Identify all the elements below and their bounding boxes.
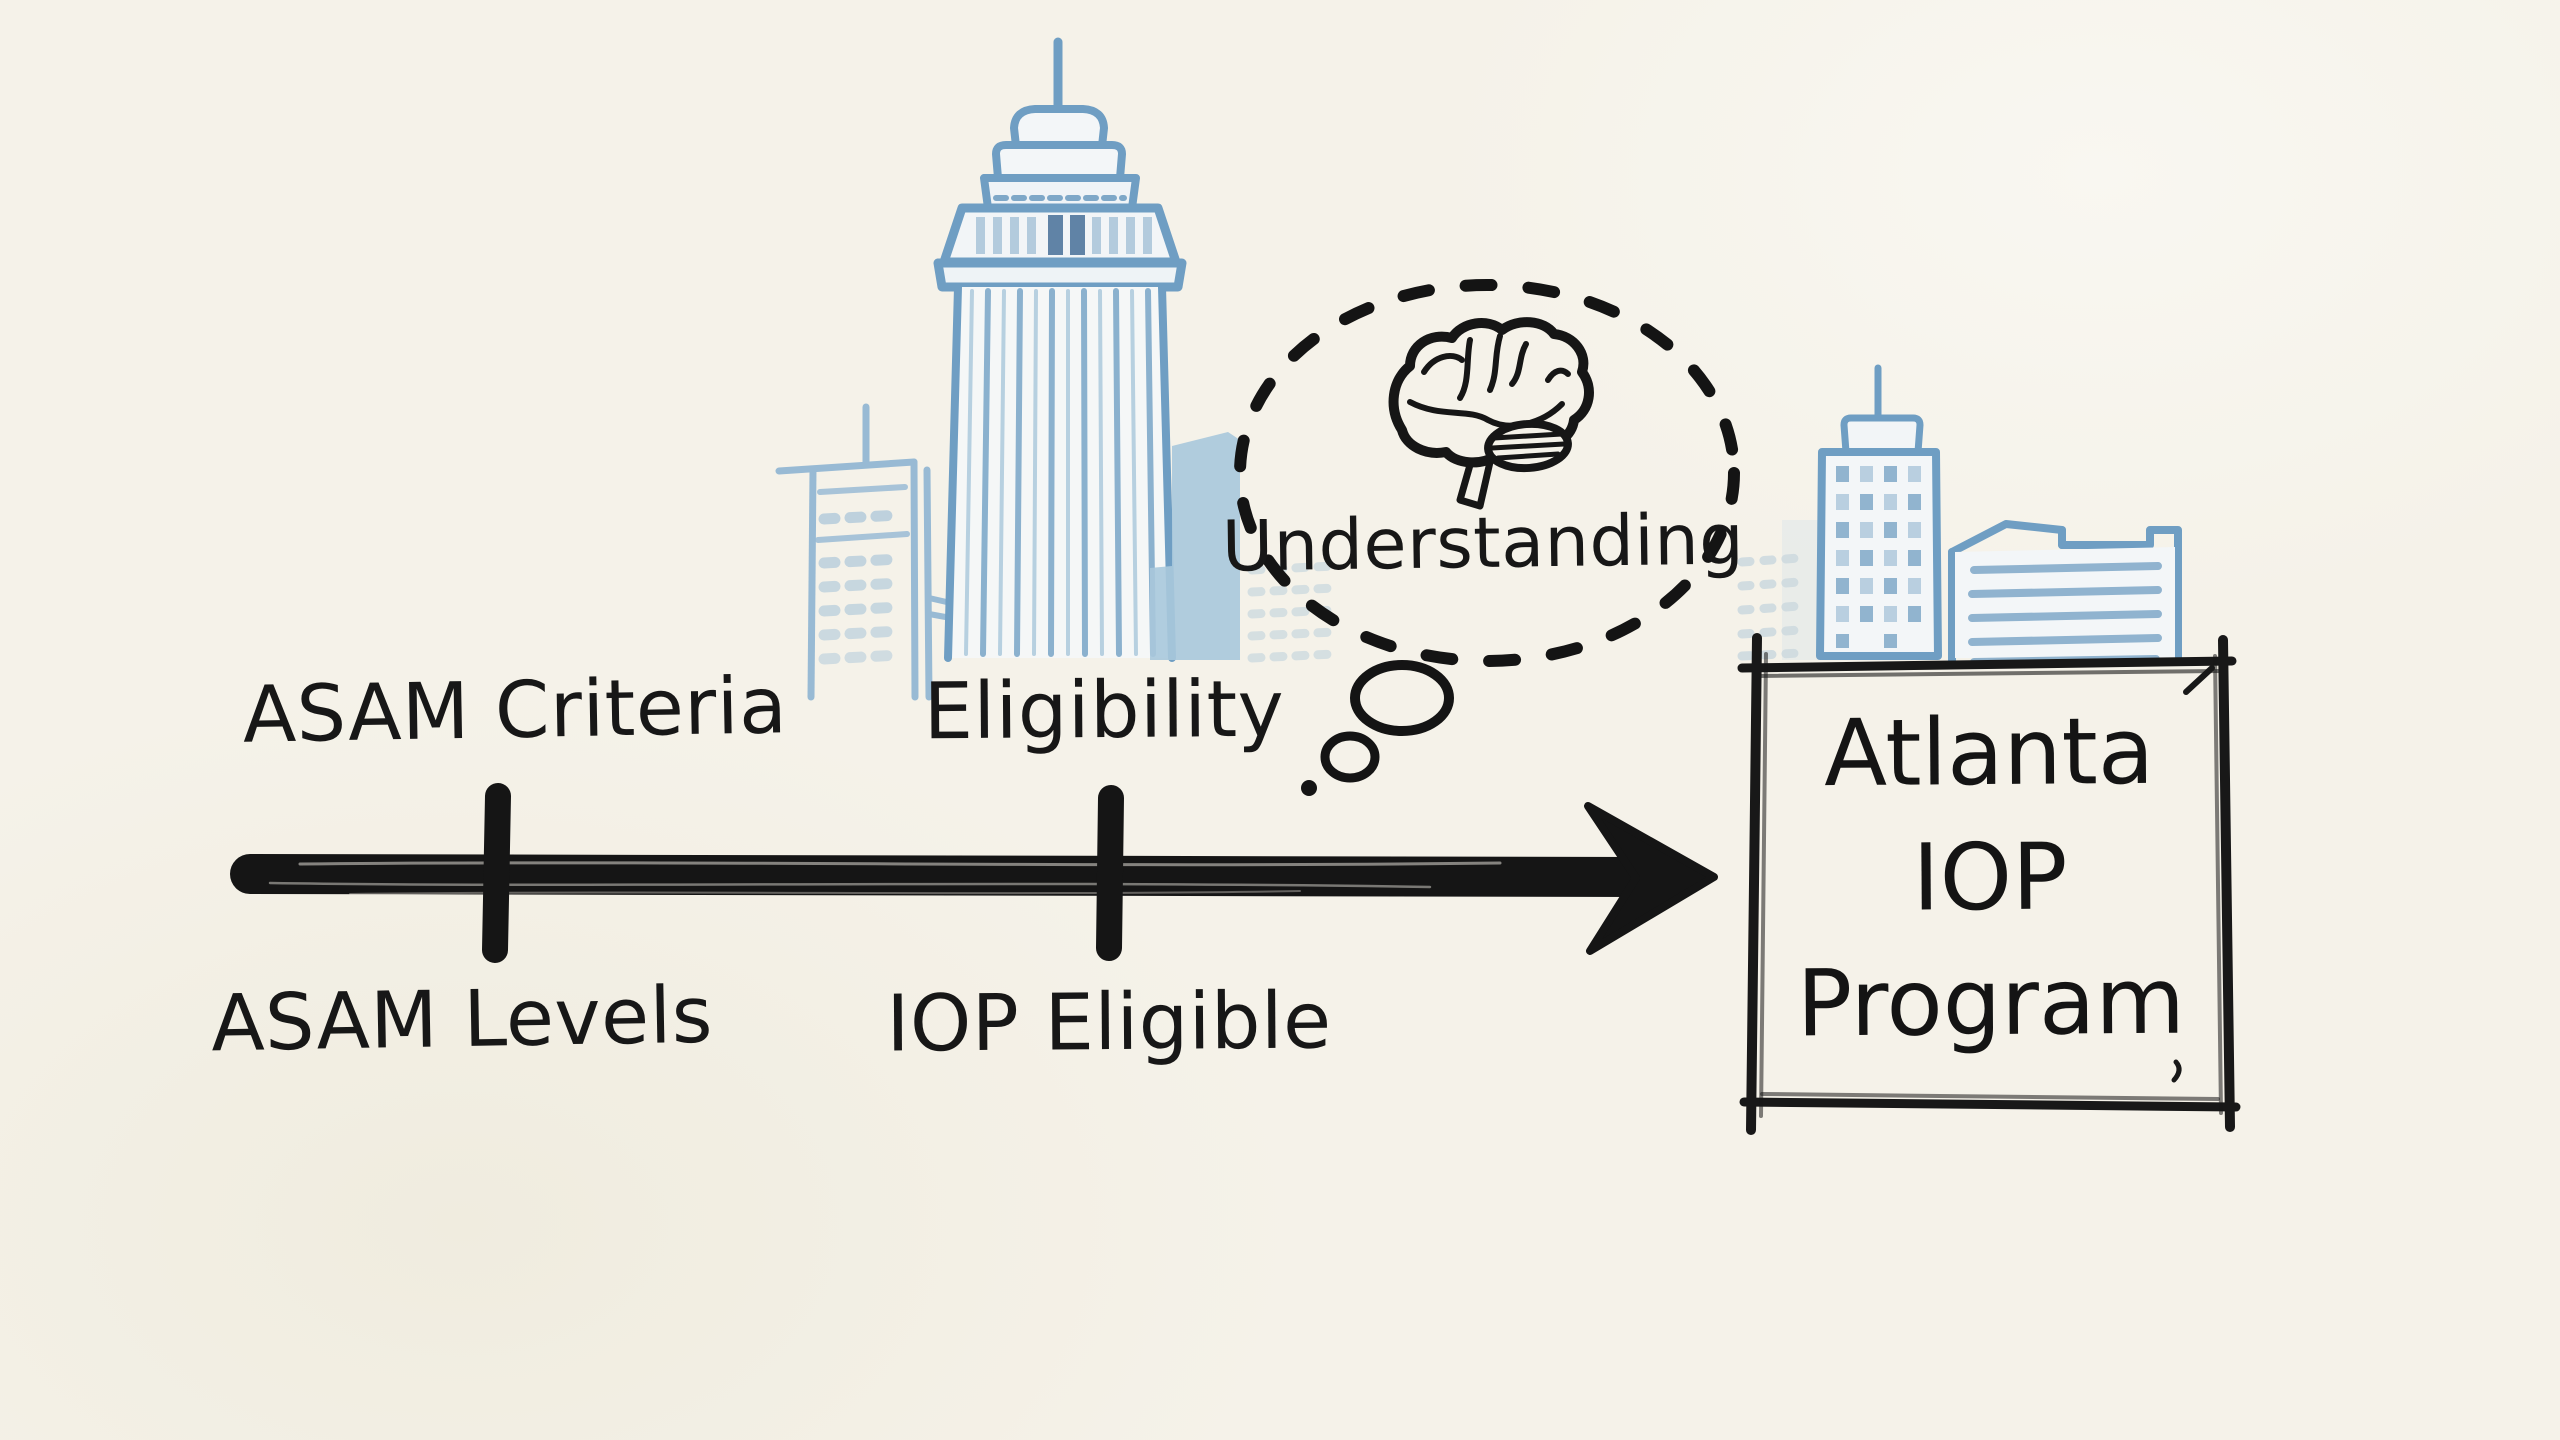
milestone-tick-2 xyxy=(1096,785,1124,961)
thought-bubble-trail xyxy=(1301,660,1454,796)
timeline-arrow xyxy=(230,783,1718,963)
thought-bubble-label: Understanding xyxy=(1221,498,1745,588)
building-faint-dots xyxy=(1737,520,1820,661)
city-skyline xyxy=(775,37,2182,701)
destination-box-title: Atlanta IOP Program xyxy=(1754,688,2227,1067)
destination-box-line-3: Program xyxy=(1796,947,2186,1058)
destination-box-border xyxy=(1737,633,2241,1135)
destination-box-line-2: IOP xyxy=(1912,823,2068,932)
thought-bubble xyxy=(1234,279,1740,796)
building-center-tower xyxy=(933,37,1187,662)
building-right-wide xyxy=(1948,520,2182,666)
label-asam-criteria: ASAM Criteria xyxy=(241,661,789,761)
destination-box-line-1: Atlanta xyxy=(1823,697,2155,808)
brain-icon xyxy=(1388,317,1594,510)
label-eligibility: Eligibility xyxy=(923,664,1285,758)
label-iop-eligible: IOP Eligible xyxy=(886,976,1332,1070)
sketch-marks xyxy=(2171,665,2215,1083)
thought-bubble-outline xyxy=(1234,279,1740,667)
arrow-head xyxy=(1584,802,1718,955)
arrow-shaft xyxy=(230,854,1660,897)
milestone-tick-1 xyxy=(482,783,511,963)
building-left xyxy=(775,403,976,701)
building-right-tower xyxy=(1816,364,1942,660)
label-asam-levels: ASAM Levels xyxy=(210,970,714,1070)
